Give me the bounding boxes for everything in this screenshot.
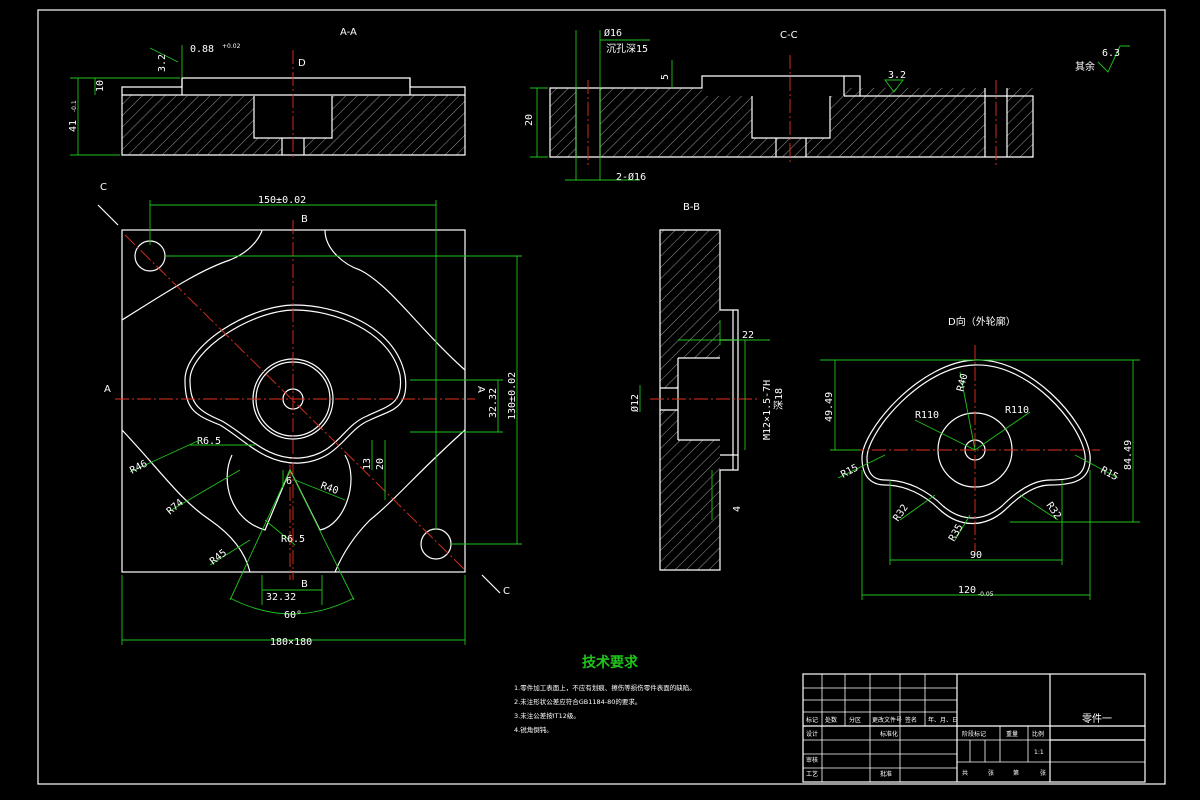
tb-part-name: 零件一 [1082,713,1112,725]
tb-review: 审核 [806,756,818,764]
title-block: 标记 处数 分区 更改文件号 签名 年、月、日 设计 标准化 审核 工艺 批准 … [802,673,1146,783]
dim-r65-a: R6.5 [197,436,221,447]
dim-20: 20 [375,458,386,470]
dim-d-r110-a: R110 [915,410,939,421]
dim-d-120-tol: -0.05 [978,591,994,598]
dim-d-r40: R40 [955,372,970,392]
tb-approve: 批准 [880,770,892,778]
dim-bb-depth: 深18 [773,388,785,410]
dim-aa-41-tol: -0.1 [71,100,78,112]
dim-d-r15-b: R15 [1099,465,1120,483]
dim-180x180: 180×180 [270,637,312,648]
dim-cc-5: 5 [660,74,671,80]
roughness-cc-32: 3.2 [888,70,906,81]
tb-stage: 阶段标记 [962,730,986,738]
section-mark-c-bottom: C [503,586,510,597]
tech-req-item-2: 2.未注形状公差应符合GB1184-80的要求。 [514,697,641,706]
plan-view: C C A A B B 150±0.02 180×180 130±0.02 32… [97,182,522,648]
dim-aa-088: 0.88 [190,44,214,55]
roughness-note: 其余 [1075,60,1095,73]
section-mark-a-right: A [475,386,486,393]
tb-scale-label: 比例 [1032,730,1044,738]
dim-aa-41: 41 [68,120,79,132]
tb-mark-0: 标记 [806,716,818,724]
tech-req-title: 技术要求 [582,654,639,671]
tb-sheet-3: 张 [1040,769,1046,777]
dim-bb-thread: M12×1.5-7H [762,380,773,440]
dim-bb-4: 4 [732,506,743,512]
section-bb: B-B 22 Ø12 M12×1.5-7H 深18 4 [629,202,785,571]
section-mark-a-left: A [104,384,111,395]
dim-60deg: 60° [284,610,302,621]
section-cc: C-C 20 Ø16 沉孔深15 5 2-Ø16 3.2 [524,27,1034,183]
dim-d-120: 120 [958,585,976,596]
dim-130: 130±0.02 [507,372,518,420]
section-mark-b-top: B [301,214,308,225]
dim-d-r32-a: R32 [891,503,910,524]
tb-sheet-0: 共 [962,769,968,777]
tb-mark-4: 签名 [905,716,917,724]
dim-d-r15-a: R15 [839,462,860,480]
tb-scale: 1:1 [1034,749,1044,756]
dim-13: 13 [362,458,373,470]
view-d-label: D向（外轮廓） [948,315,1016,328]
view-d-mark: D [298,58,306,69]
section-cc-label: C-C [780,30,798,41]
tech-req-item-4: 4.锐角倒钝。 [514,725,553,734]
dim-150: 150±0.02 [258,195,306,206]
tb-process: 工艺 [806,770,818,778]
tech-req-item-3: 3.未注公差按IT12级。 [514,711,580,720]
dim-bb-22: 22 [742,330,754,341]
tb-weight: 重量 [1006,730,1018,738]
dim-aa-32: 3.2 [157,54,168,72]
dim-cc-16: Ø16 [604,27,622,39]
dim-d-4949: 49.49 [824,392,835,422]
sheet-border [37,9,1166,785]
tech-req-item-1: 1.零件加工表面上，不应有划痕、擦伤等损伤零件表面的缺陷。 [514,683,696,692]
dim-d-8449: 84.49 [1123,440,1134,470]
dim-d-r32-b: R32 [1044,500,1063,521]
tb-standard: 标准化 [880,730,898,738]
dim-aa-088-tol: +0.02 [222,43,241,50]
section-mark-b-bottom: B [301,579,308,590]
dim-r40-plan: R40 [319,480,340,497]
tb-sheet-1: 张 [988,769,994,777]
roughness-value: 6.3 [1102,48,1120,59]
tb-mark-2: 分区 [849,716,861,724]
dim-6: 6 [286,476,292,487]
tech-requirements: 技术要求 1.零件加工表面上，不应有划痕、擦伤等损伤零件表面的缺陷。 2.未注形… [514,654,696,734]
dim-cc-16b: 沉孔深15 [606,42,648,55]
dim-cc-2x16: 2-Ø16 [616,171,646,183]
dim-d-r110-b: R110 [1005,405,1029,416]
dim-cc-20: 20 [524,114,535,126]
dim-d-90: 90 [970,550,982,561]
section-mark-c-top: C [100,182,107,193]
dim-d-r35: R35 [947,522,966,543]
dim-aa-10: 10 [95,80,106,92]
dim-r46: R46 [128,458,149,476]
dim-3232-right: 32.32 [488,388,499,418]
section-bb-label: B-B [683,202,700,213]
tb-mark-1: 处数 [825,716,837,724]
tb-sheet-2: 第 [1013,769,1019,777]
section-aa-label: A-A [340,27,357,38]
tb-design: 设计 [806,730,818,738]
dim-r74: R74 [165,497,186,517]
tb-mark-3: 更改文件号 [872,716,902,724]
dim-3232-bottom: 32.32 [266,592,296,603]
tb-mark-5: 年、月、日 [928,716,958,724]
dim-r65-b: R6.5 [281,534,305,545]
view-d: D向（外轮廓） 49.49 84.49 90 120 -0.05 R110 R1… [820,315,1140,600]
section-aa: A-A 10 41 -0.1 3.2 0.88 +0.02 D [68,27,466,160]
roughness-general: 其余 6.3 [1075,45,1130,73]
dim-bb-12: Ø12 [629,394,641,412]
